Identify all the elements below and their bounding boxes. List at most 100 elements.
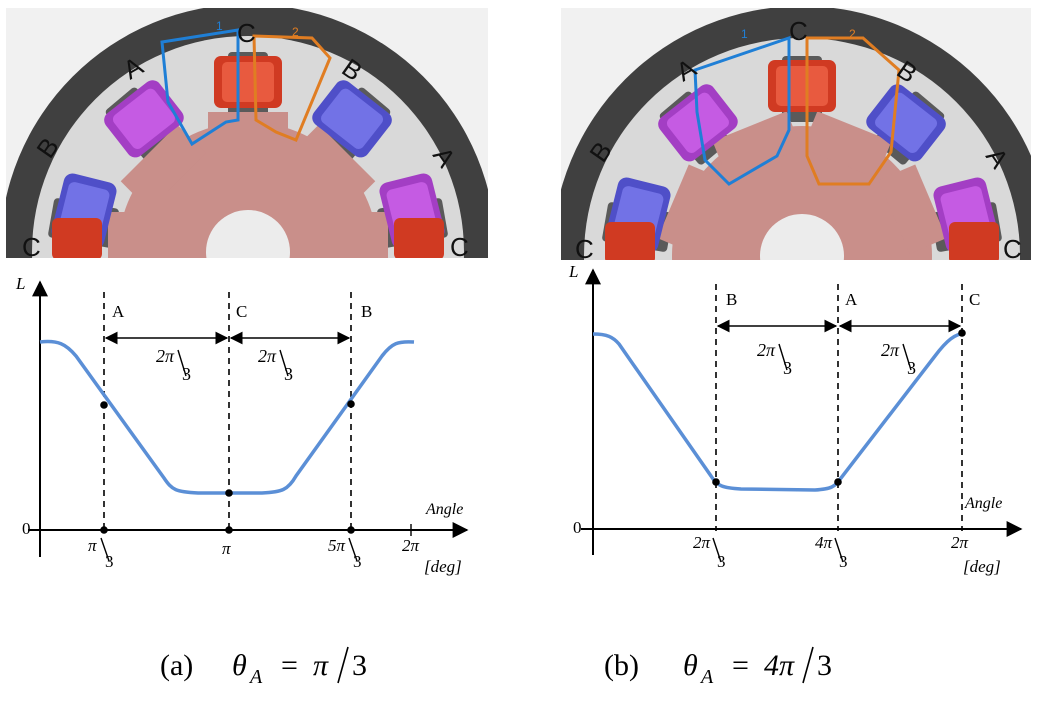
- flux-label-1: 1: [216, 19, 223, 33]
- caption-slash: [802, 646, 814, 684]
- caption-numerator: 4π: [764, 649, 795, 682]
- coil-a-upper-left: [104, 80, 184, 158]
- span-label-1: 2π 3: [156, 346, 191, 384]
- tick-label-2pi-over-3: 2π 3: [693, 533, 726, 571]
- flux-path-1: [693, 35, 791, 186]
- span-label-1: 2π 3: [757, 340, 792, 378]
- caption-theta: θ: [683, 649, 698, 682]
- caption-a: (a) θ A = π 3: [160, 646, 367, 688]
- svg-text:3: 3: [182, 364, 191, 384]
- svg-text:3: 3: [783, 358, 792, 378]
- curve-point-b: [712, 478, 720, 486]
- x-axis-label: Angle: [964, 495, 1002, 512]
- caption-equals: =: [732, 649, 749, 682]
- caption-subscript: A: [699, 666, 714, 688]
- svg-text:2π: 2π: [693, 533, 711, 552]
- svg-text:π: π: [88, 536, 97, 555]
- panel-b: C A B B A C C 1 2 L 0 Angle [deg]: [519, 0, 1037, 706]
- caption-label: (a): [160, 649, 193, 682]
- motor-picture-a: C A B B A C C 1 2: [6, 8, 488, 262]
- caption-b: (b) θ A = 4π 3: [604, 646, 832, 688]
- curve-point-a: [100, 401, 108, 409]
- coil-c-bottom-left: [52, 218, 102, 258]
- tick-label-5pi-over-3: 5π 3: [328, 536, 362, 571]
- flux-path-1: [160, 28, 240, 147]
- inductance-graph-a: L 0 Angle [deg] A C B 2π 3 2π 3: [15, 274, 469, 576]
- panel-b-svg: C A B B A C C 1 2 L 0 Angle [deg]: [561, 8, 1031, 688]
- origin-label: 0: [22, 519, 31, 538]
- flux-path-2: [805, 36, 901, 186]
- svg-text:3: 3: [839, 552, 848, 571]
- coil-c-bottom-left: [605, 222, 655, 260]
- coil-b-upper-right: [312, 80, 392, 158]
- label-c-bottom-right: C: [450, 232, 469, 262]
- span-label-2: 2π 3: [881, 340, 916, 378]
- svg-text:3: 3: [907, 358, 916, 378]
- coil-c-top: [214, 56, 282, 108]
- caption-numerator: π: [313, 649, 329, 682]
- span-label-2: 2π 3: [258, 346, 293, 384]
- caption-equals: =: [281, 649, 298, 682]
- unit-label: [deg]: [963, 557, 1001, 576]
- curve-point-c: [958, 329, 966, 337]
- phase-label-c: C: [969, 290, 980, 309]
- tick-dot-1: [100, 526, 108, 534]
- svg-text:2π: 2π: [881, 340, 900, 360]
- tick-dot-2: [225, 526, 233, 534]
- tick-label-2pi: 2π: [402, 536, 420, 555]
- unit-label: [deg]: [424, 557, 462, 576]
- label-top-c: C: [237, 18, 256, 48]
- panel-a: C A B B A C C 1 2 L 0 Angle [deg]: [0, 0, 518, 706]
- phase-label-b: B: [361, 302, 372, 321]
- tick-label-4pi-over-3: 4π 3: [815, 533, 848, 571]
- phase-label-b: B: [726, 290, 737, 309]
- rotor: [657, 111, 947, 260]
- label-c-bottom-right: C: [1003, 234, 1022, 264]
- inductance-curve: [39, 339, 415, 495]
- curve-point-b: [347, 400, 355, 408]
- caption-subscript: A: [248, 666, 263, 688]
- inductance-curve: [592, 331, 966, 492]
- svg-text:3: 3: [353, 552, 362, 571]
- caption-denominator: 3: [352, 649, 367, 682]
- flux-path-2: [252, 34, 332, 142]
- curve-point-a: [834, 478, 842, 486]
- label-c-bottom-left: C: [575, 234, 594, 264]
- svg-text:2π: 2π: [156, 346, 175, 366]
- x-axis-label: Angle: [425, 501, 463, 518]
- origin-label: 0: [573, 518, 582, 537]
- tick-label-2pi: 2π: [951, 533, 969, 552]
- flux-label-2: 2: [849, 27, 856, 41]
- flux-label-2: 2: [292, 25, 299, 39]
- coil-c-bottom-right: [949, 222, 999, 260]
- coil-b-upper-right: [866, 84, 946, 162]
- svg-text:2π: 2π: [258, 346, 277, 366]
- svg-text:3: 3: [284, 364, 293, 384]
- caption-label: (b): [604, 649, 639, 682]
- coil-c-bottom-right: [394, 218, 444, 258]
- caption-denominator: 3: [817, 649, 832, 682]
- panel-a-svg: C A B B A C C 1 2 L 0 Angle [deg]: [6, 8, 488, 688]
- tick-label-pi-over-3: π 3: [88, 536, 114, 571]
- svg-text:3: 3: [105, 552, 114, 571]
- svg-text:2π: 2π: [757, 340, 776, 360]
- motor-picture-b: C A B B A C C 1 2: [561, 8, 1031, 264]
- tick-dot-3: [347, 526, 355, 534]
- caption-slash: [337, 646, 349, 684]
- label-c-bottom-left: C: [22, 232, 41, 262]
- coil-c-top: [768, 60, 836, 112]
- phase-label-a: A: [845, 290, 858, 309]
- phase-label-a: A: [112, 302, 125, 321]
- curve-point-c: [225, 489, 233, 497]
- y-axis-label: L: [568, 262, 578, 281]
- rotor: [108, 112, 388, 258]
- phase-label-c: C: [236, 302, 247, 321]
- inductance-graph-b: L 0 Angle [deg] B A C 2π 3 2π 3: [568, 262, 1023, 576]
- label-top-c: C: [789, 16, 808, 46]
- svg-text:3: 3: [717, 552, 726, 571]
- flux-label-1: 1: [741, 27, 748, 41]
- svg-text:5π: 5π: [328, 536, 346, 555]
- tick-label-pi: π: [222, 539, 231, 558]
- svg-text:4π: 4π: [815, 533, 833, 552]
- y-axis-label: L: [15, 274, 25, 293]
